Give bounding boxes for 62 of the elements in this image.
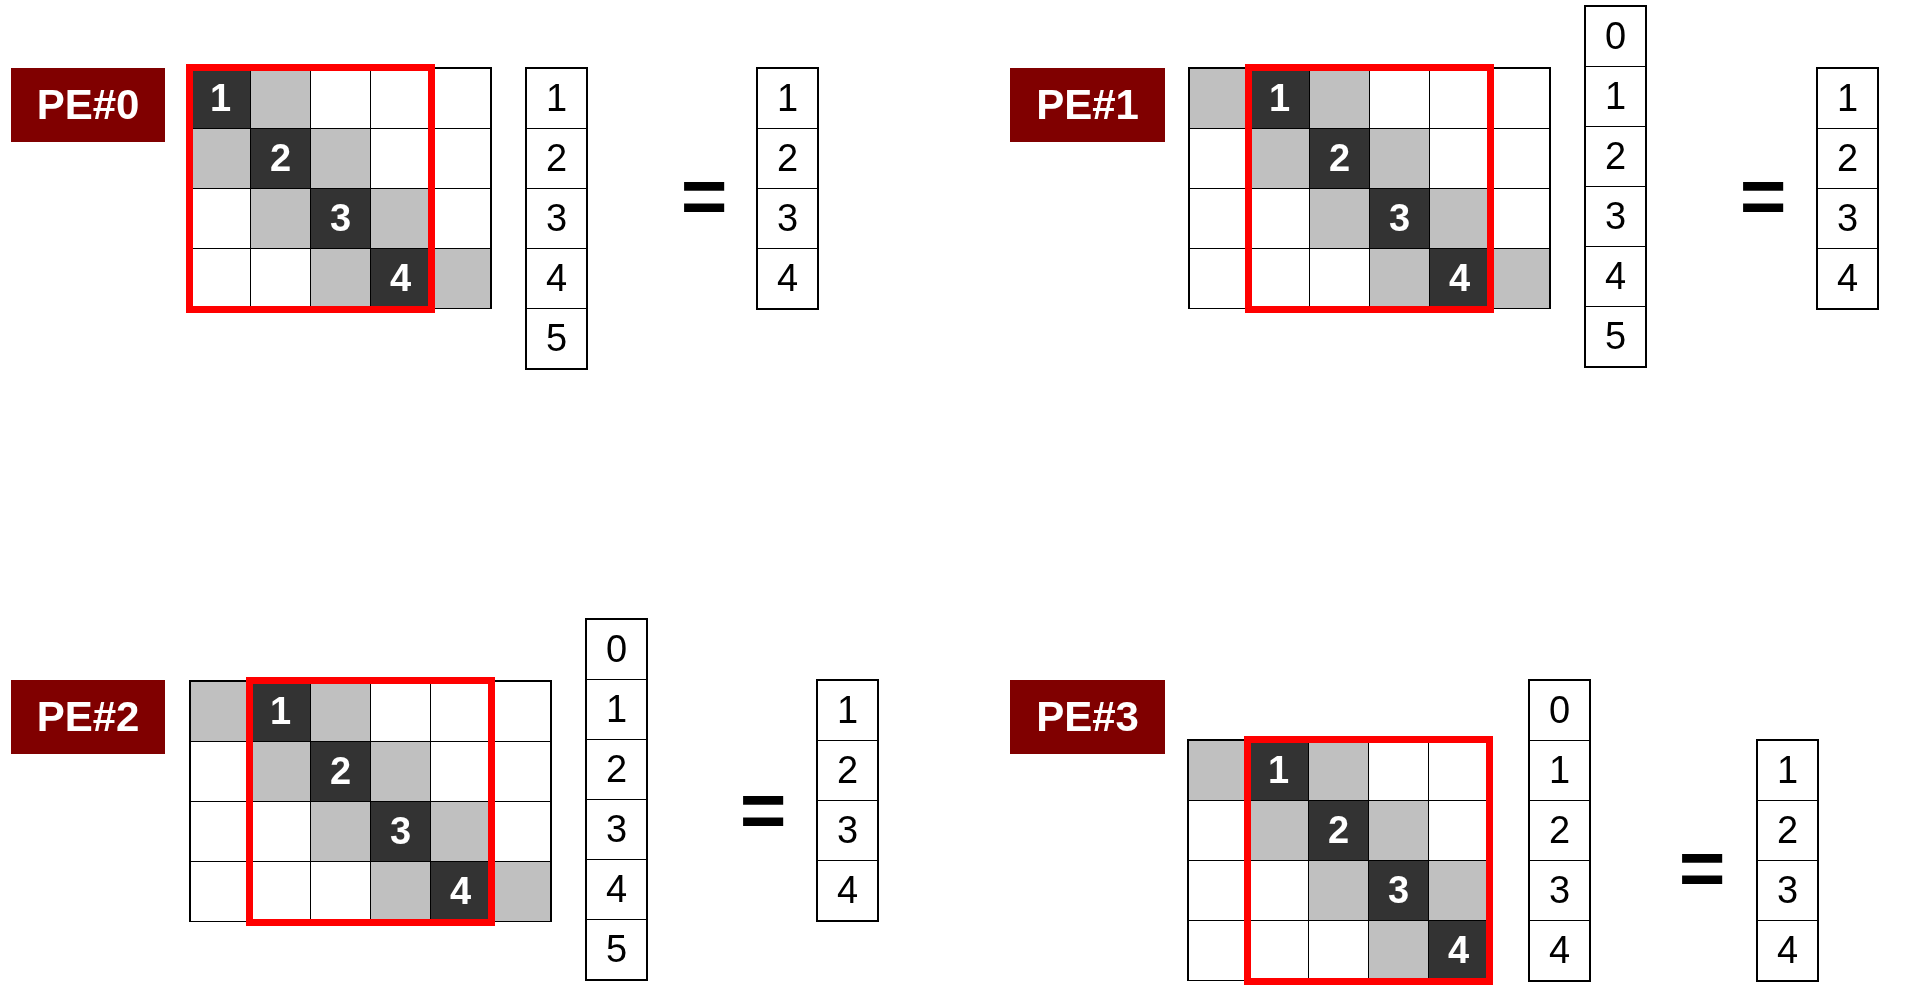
vector-entry: 5 bbox=[526, 308, 587, 369]
pe-label: PE#3 bbox=[1010, 680, 1165, 754]
vector-entry: 2 bbox=[1757, 800, 1818, 861]
vector-entry: 0 bbox=[1529, 680, 1590, 741]
diagonal-entry: 2 bbox=[250, 128, 311, 189]
vector-entry: 4 bbox=[1817, 248, 1878, 309]
diagonal-entry: 3 bbox=[1368, 860, 1429, 921]
vector-column bbox=[1817, 68, 1878, 309]
vector-entry: 1 bbox=[1529, 740, 1590, 801]
equals-sign: = bbox=[1739, 156, 1787, 236]
vector-entry: 1 bbox=[1757, 740, 1818, 801]
equals-sign: = bbox=[680, 156, 728, 236]
diagonal-entry: 3 bbox=[1369, 188, 1430, 249]
vector-column bbox=[757, 68, 818, 309]
diagonal-entry: 3 bbox=[310, 188, 371, 249]
vector-entry: 3 bbox=[1585, 186, 1646, 247]
vector-column bbox=[526, 68, 587, 369]
pe-label: PE#0 bbox=[11, 68, 165, 142]
vector-column bbox=[1585, 6, 1646, 367]
vector-entry: 2 bbox=[817, 740, 878, 801]
vector-entry: 4 bbox=[526, 248, 587, 309]
diagonal-entry: 2 bbox=[1308, 800, 1369, 861]
vector-entry: 2 bbox=[526, 128, 587, 189]
diagonal-entry: 2 bbox=[310, 741, 371, 802]
vector-entry: 3 bbox=[1529, 860, 1590, 921]
vector-entry: 3 bbox=[1757, 860, 1818, 921]
vector-entry: 2 bbox=[757, 128, 818, 189]
pe-label: PE#1 bbox=[1010, 68, 1165, 142]
vector-entry: 2 bbox=[1817, 128, 1878, 189]
vector-entry: 4 bbox=[1585, 246, 1646, 307]
vector-entry: 0 bbox=[586, 619, 647, 680]
vector-entry: 0 bbox=[1585, 6, 1646, 67]
vector-entry: 4 bbox=[586, 859, 647, 920]
diagonal-entry: 3 bbox=[370, 801, 431, 862]
vector-entry: 3 bbox=[757, 188, 818, 249]
vector-entry: 1 bbox=[526, 68, 587, 129]
vector-entry: 5 bbox=[1585, 306, 1646, 367]
vector-entry: 1 bbox=[586, 679, 647, 740]
vector-entry: 2 bbox=[1529, 800, 1590, 861]
vector-column bbox=[586, 619, 647, 980]
pe-label: PE#2 bbox=[11, 680, 165, 754]
vector-entry: 5 bbox=[586, 919, 647, 980]
vector-entry: 2 bbox=[586, 739, 647, 800]
vector-column bbox=[1757, 740, 1818, 981]
vector-column bbox=[1529, 680, 1590, 981]
vector-entry: 3 bbox=[817, 800, 878, 861]
vector-entry: 1 bbox=[1817, 68, 1878, 129]
vector-entry: 1 bbox=[757, 68, 818, 129]
vector-entry: 4 bbox=[817, 860, 878, 921]
equals-sign: = bbox=[1678, 828, 1726, 908]
vector-entry: 3 bbox=[586, 799, 647, 860]
vector-entry: 2 bbox=[1585, 126, 1646, 187]
vector-entry: 4 bbox=[757, 248, 818, 309]
vector-entry: 1 bbox=[817, 680, 878, 741]
diagonal-entry: 2 bbox=[1309, 128, 1370, 189]
vector-entry: 1 bbox=[1585, 66, 1646, 127]
vector-entry: 4 bbox=[1529, 920, 1590, 981]
vector-entry: 3 bbox=[526, 188, 587, 249]
vector-entry: 4 bbox=[1757, 920, 1818, 981]
vector-entry: 3 bbox=[1817, 188, 1878, 249]
equals-sign: = bbox=[739, 770, 787, 850]
vector-column bbox=[817, 680, 878, 921]
